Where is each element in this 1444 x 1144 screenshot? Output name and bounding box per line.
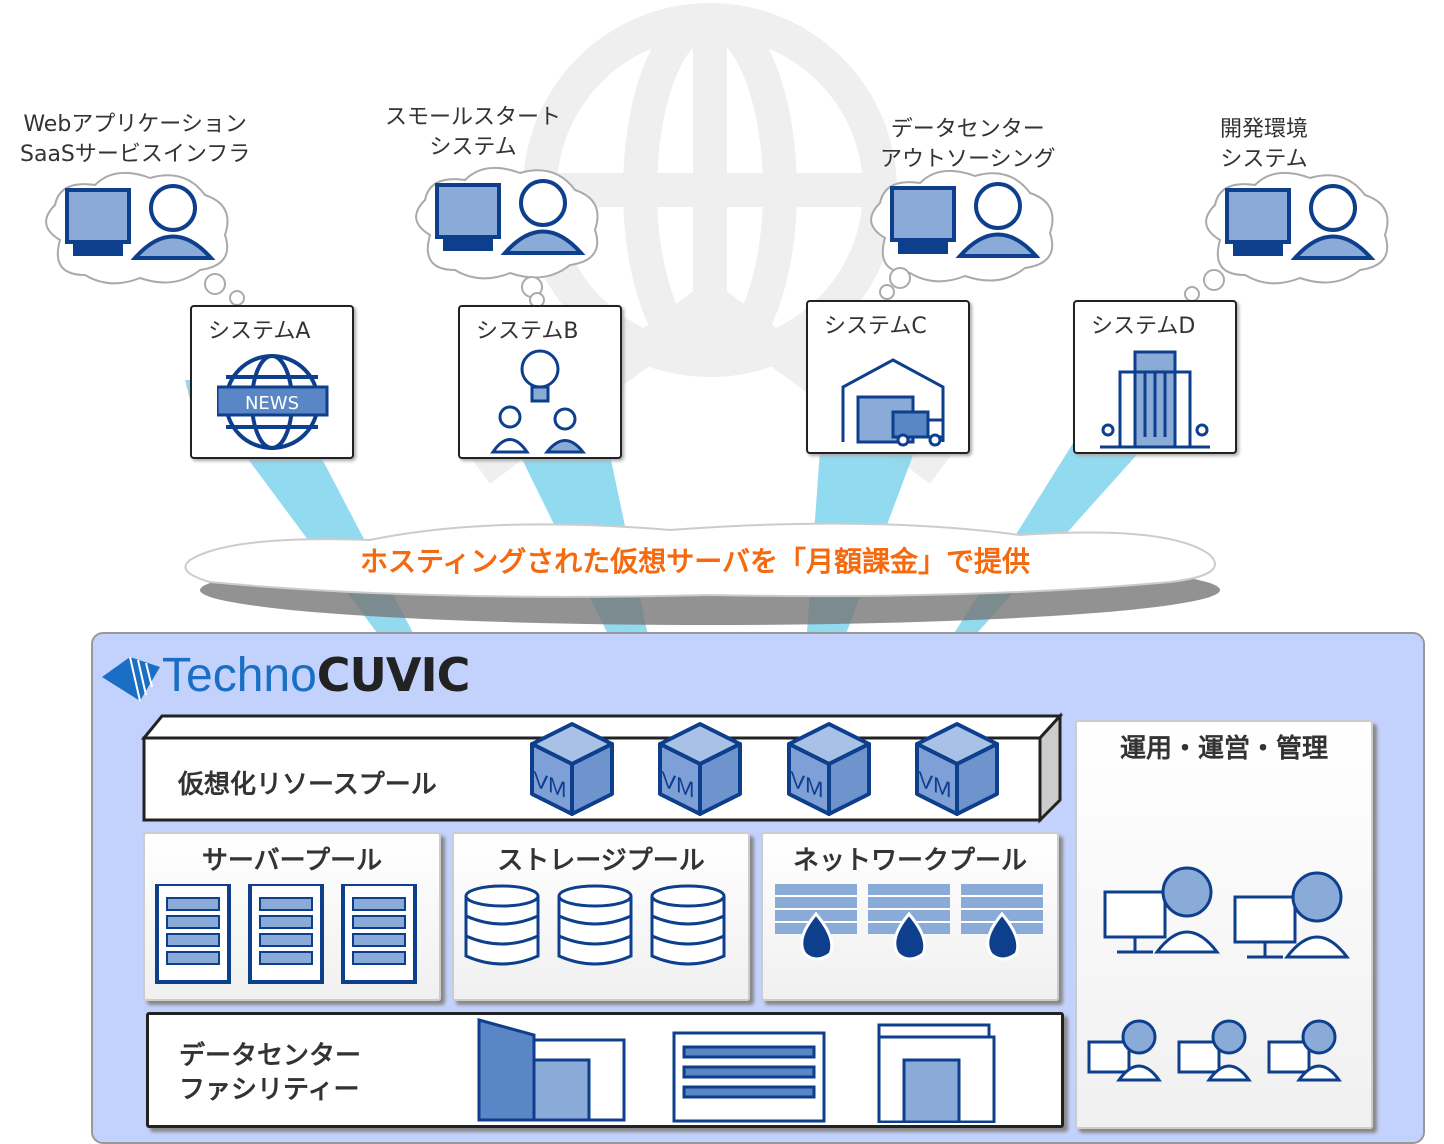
server-rack-icon	[155, 884, 417, 984]
system-label: システムD	[1091, 314, 1196, 339]
pool-label: ストレージプール	[497, 846, 705, 876]
thought-bubble-dot	[1203, 269, 1225, 291]
system-label: システムB	[476, 319, 579, 344]
datacenter-line-2: ファシリティー	[179, 1075, 360, 1105]
pool-box: ネットワークプール	[761, 832, 1059, 1001]
logo-techno: Techno	[162, 648, 317, 702]
pool-box: サーバープール	[143, 832, 441, 1001]
system-label: システムA	[208, 319, 311, 344]
pool-box: ストレージプール	[452, 832, 750, 1001]
system-box: システムA NEWS	[190, 305, 354, 459]
thought-bubble-dot	[889, 267, 911, 289]
virtual-pool-label: 仮想化リソースプール	[178, 770, 437, 800]
office-building-icon	[1100, 350, 1210, 449]
vm-cube-icon: VM	[915, 722, 999, 816]
datacenter-facility-box: データセンター ファシリティー	[146, 1012, 1064, 1128]
thought-bubble-dot	[879, 284, 895, 300]
banner-cloud	[184, 522, 1220, 625]
logo-cube-icon	[102, 656, 160, 702]
vm-cube-icon: VM	[530, 722, 614, 816]
system-label: システムC	[824, 314, 927, 339]
vm-cube-icon: VM	[658, 722, 742, 816]
svg-text:NEWS: NEWS	[245, 393, 299, 414]
firewall-icon	[775, 884, 1043, 961]
operators-icon	[1087, 866, 1351, 1082]
operations-box: 運用・運営・管理	[1075, 720, 1373, 1129]
system-box: システムD	[1073, 300, 1237, 454]
thought-bubble-dot	[204, 273, 226, 295]
thought-cloud	[1205, 171, 1389, 285]
pool-label: ネットワークプール	[792, 846, 1027, 876]
operations-label: 運用・運営・管理	[1119, 734, 1328, 764]
thought-cloud	[870, 169, 1054, 283]
database-icon	[464, 884, 726, 966]
datacenter-buildings-icon	[477, 1018, 996, 1123]
logo-cuvic: CUVIC	[316, 648, 471, 702]
thought-cloud	[415, 166, 599, 280]
thought-bubble-dot	[229, 290, 245, 306]
news-globe-icon: NEWS	[217, 354, 329, 450]
pool-label: サーバープール	[201, 846, 383, 876]
system-box: システムB	[458, 305, 622, 459]
technocuvic-logo: Techno CUVIC	[100, 645, 471, 705]
datacenter-line-1: データセンター	[179, 1041, 362, 1071]
banner-text: ホスティングされた仮想サーバを「月額課金」で提供	[359, 545, 1031, 578]
idea-people-icon	[490, 349, 587, 454]
vm-cube-icon: VM	[787, 722, 871, 816]
scenario-label: 開発環境システム	[1220, 117, 1309, 172]
warehouse-truck-icon	[841, 358, 945, 447]
thought-cloud	[45, 171, 229, 285]
scenario-label: スモールスタートシステム	[385, 105, 562, 160]
scenario-label: データセンターアウトソーシング	[880, 117, 1056, 172]
system-box: システムC	[806, 300, 970, 454]
